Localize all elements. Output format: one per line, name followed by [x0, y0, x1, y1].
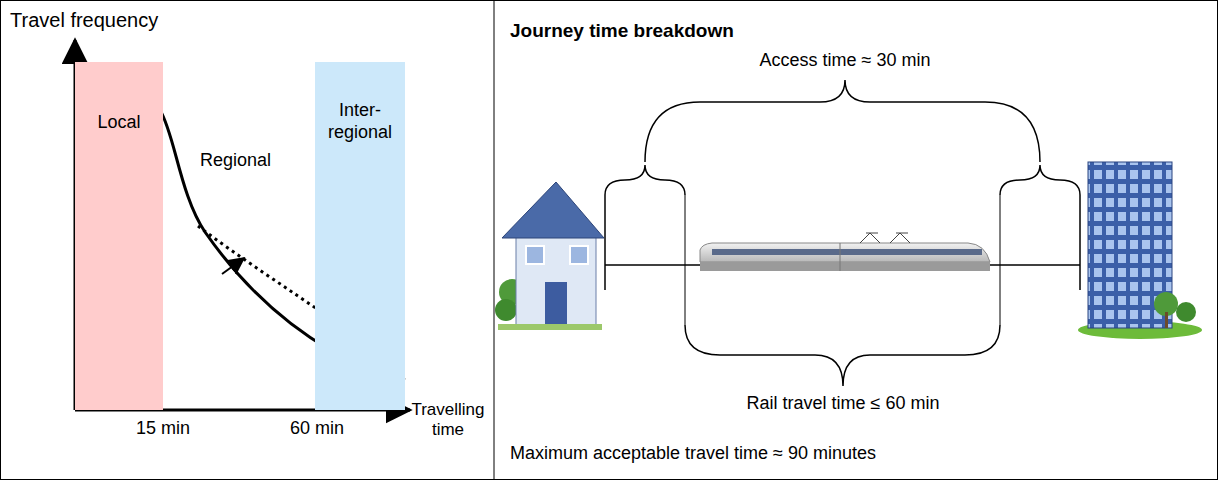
time-band: Local: [75, 62, 163, 410]
zone-label: Regional: [200, 150, 271, 172]
train-icon: [700, 233, 990, 271]
office-building-icon: [1078, 162, 1202, 339]
band-label: Local: [79, 112, 159, 134]
brace-label: Access time ≈ 30 min: [695, 50, 995, 72]
note: Maximum acceptable travel time ≈ 90 minu…: [510, 443, 876, 465]
brace: [1000, 165, 1080, 195]
bound-line: [1079, 195, 1081, 290]
tick-label: 60 min: [290, 418, 344, 440]
bound-line: [604, 195, 606, 290]
house-icon: [495, 182, 604, 330]
brace: [605, 165, 685, 195]
tick-label: 15 min: [136, 418, 190, 440]
shift-arrow: [222, 258, 244, 274]
brace: [685, 325, 1000, 386]
bound-line: [685, 195, 686, 325]
panel-heading: Journey time breakdown: [510, 20, 734, 43]
bound-line: [1000, 195, 1001, 325]
divider: [494, 0, 495, 480]
time-band: Inter- regional: [315, 62, 405, 410]
axis-title: Travelling time: [406, 400, 490, 441]
band-label: Inter- regional: [319, 100, 401, 143]
brace-label: Rail travel time ≤ 60 min: [693, 393, 993, 415]
brace: [645, 80, 1040, 162]
axis-title: Travel frequency: [10, 8, 158, 32]
